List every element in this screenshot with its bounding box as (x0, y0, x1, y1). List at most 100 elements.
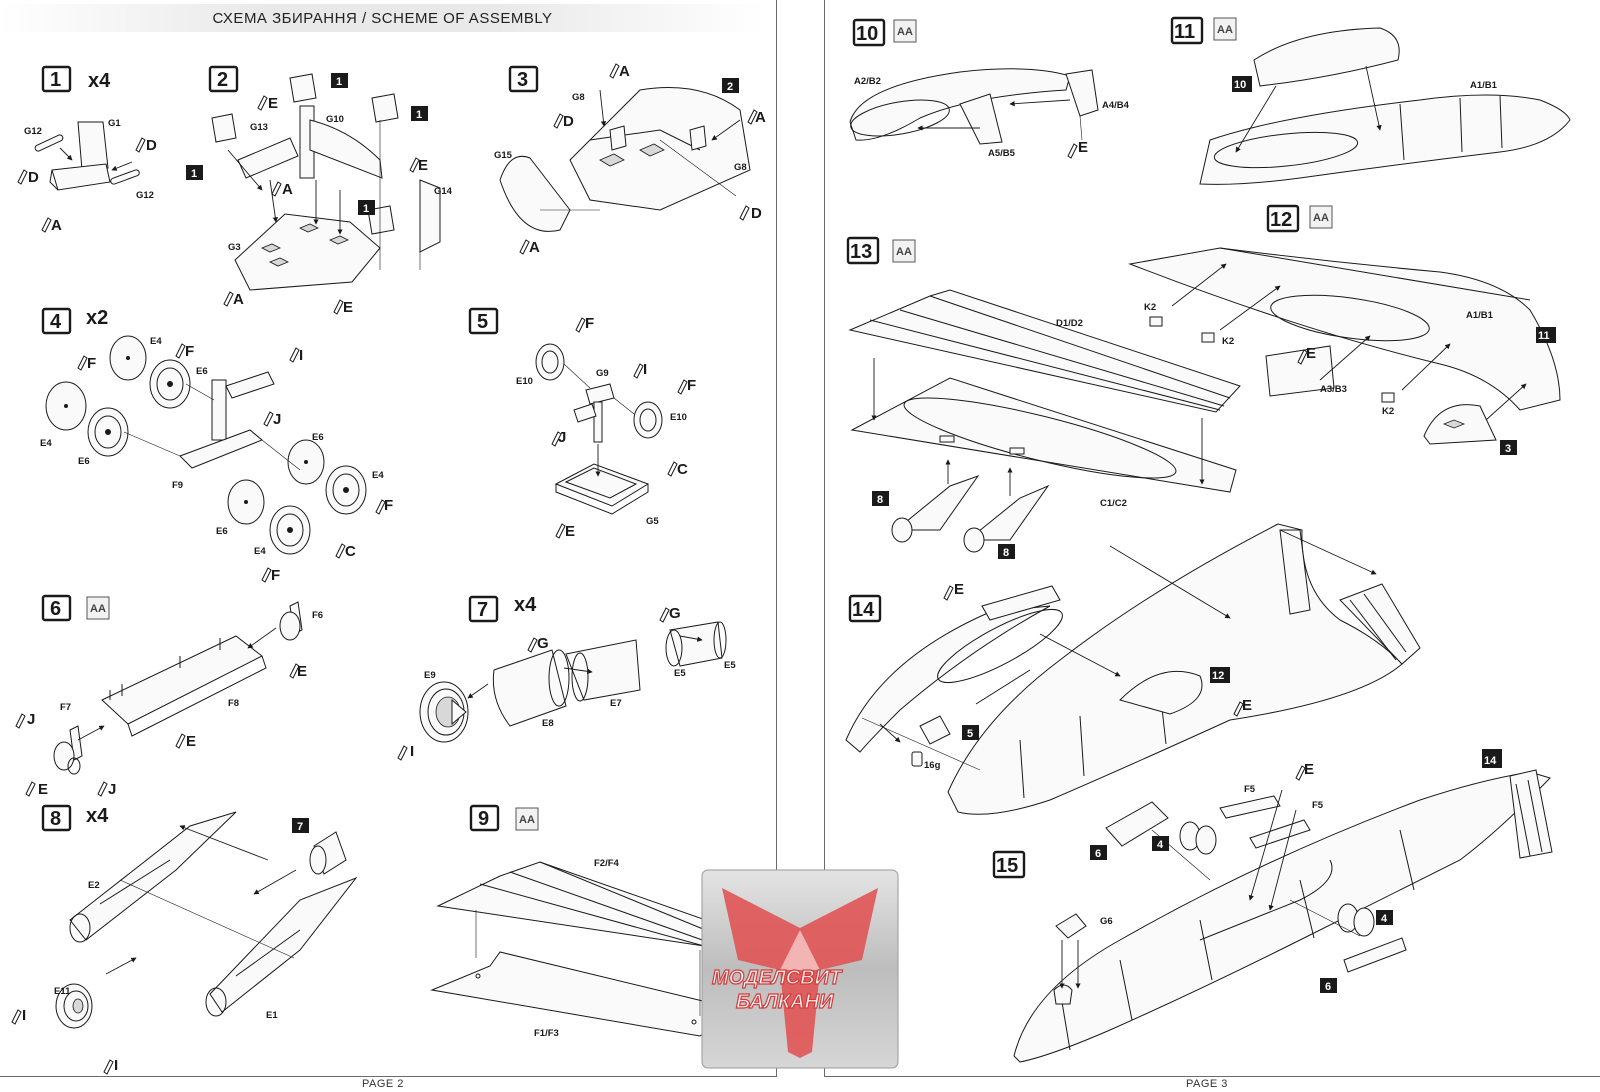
part-label: K2 (1382, 406, 1394, 417)
part-label: C1/C2 (1100, 498, 1127, 509)
nose-gear (573, 383, 615, 443)
glue-mark: I (643, 361, 647, 378)
glue-mark: A (619, 63, 630, 80)
step-number: 6 (50, 598, 61, 620)
seat-part (34, 121, 140, 191)
step-number: 9 (478, 808, 489, 830)
wheel (269, 505, 311, 555)
ref-step: 1 (416, 109, 422, 121)
glue-mark: A (755, 109, 766, 126)
cockpit-tub (499, 87, 751, 232)
part-label: E2 (88, 880, 100, 891)
fuselage-front-half (1199, 94, 1571, 185)
part-label: E6 (78, 456, 90, 467)
glue-mark: E (1078, 139, 1088, 156)
step-3: 3 2 G8 G15 G8 A D A D A (494, 63, 766, 256)
step-8: 8 x4 7 E2 E1 E11 I I (11, 804, 358, 1075)
part-label: E6 (216, 526, 228, 537)
ref-step: 11 (1538, 330, 1550, 342)
step-number: 15 (996, 855, 1018, 877)
part-label: F2/F4 (594, 858, 620, 869)
part-label: G3 (228, 242, 241, 253)
glue-mark: E (297, 663, 307, 680)
step-14: 14 12 12 5 16g E E (845, 523, 1502, 815)
part-label: G12 (24, 126, 42, 137)
exhaust-cylinder (309, 831, 347, 875)
aa-marker: AA (90, 603, 106, 615)
watermark-line-2: БАЛКАНИ (736, 991, 834, 1013)
glue-mark: A (51, 217, 62, 234)
part-label: E10 (670, 412, 687, 423)
wheel (45, 381, 87, 431)
part-label: D1/D2 (1056, 318, 1083, 329)
step-number: 4 (50, 311, 62, 333)
ref-step: 1 (191, 168, 197, 180)
step-number: 14 (852, 599, 875, 621)
glue-mark: I (22, 1007, 26, 1024)
intake-panel (1265, 345, 1335, 397)
glue-mark: A (282, 181, 293, 198)
glue-mark: F (687, 377, 696, 394)
step-number: 7 (477, 599, 488, 621)
glue-mark: G (669, 605, 681, 622)
glue-mark: A (233, 291, 244, 308)
part-label: G1 (108, 118, 121, 129)
step-number: 8 (50, 808, 61, 830)
watermark-logo: МОДЕЛСВИТ БАЛКАНИ (701, 869, 899, 1069)
ref-step: 5 (967, 728, 973, 740)
step-number: 1 (50, 69, 61, 91)
part-label: A5/B5 (988, 148, 1016, 159)
glue-mark: I (410, 743, 414, 760)
engine-nacelle-half (69, 811, 237, 943)
glue-mark: E (343, 299, 353, 316)
part-label: F7 (60, 702, 71, 713)
glue-mark: D (28, 169, 39, 186)
part-label: G8 (734, 162, 747, 173)
step-15: 15 (992, 752, 1553, 1063)
part-label: F5 (1312, 800, 1324, 811)
part-label: G8 (572, 92, 585, 103)
cockpit-floor (211, 73, 441, 291)
part-label: G14 (434, 186, 453, 197)
landing-gear-bogie (179, 371, 275, 469)
step-number: 5 (477, 311, 488, 333)
ref-step: 7 (297, 821, 303, 833)
step-2: 2 1 1 1 1 G13 G10 G14 (186, 65, 453, 316)
part-label: E8 (542, 718, 554, 729)
step-5: 5 G9 E10 E10 G5 F I F J C E (468, 307, 696, 540)
ref-step: 4 (1157, 839, 1164, 851)
part-label: E4 (150, 336, 162, 347)
step-multiplier: x4 (514, 594, 537, 616)
part-label: K2 (1222, 336, 1234, 347)
glue-mark: E (268, 95, 278, 112)
part-label: G6 (1100, 916, 1113, 927)
glue-mark: I (114, 1057, 118, 1074)
ref-step: 1 (336, 76, 342, 88)
glue-mark: E (1304, 761, 1314, 778)
part-label: F6 (312, 610, 323, 621)
glue-mark: E (1242, 697, 1252, 714)
glue-mark: J (558, 429, 566, 446)
engine-fan-face (419, 681, 469, 743)
part-label: E7 (610, 698, 622, 709)
header-band (0, 4, 765, 32)
part-label: E5 (674, 668, 686, 679)
page-number-left: PAGE 2 (362, 1078, 404, 1090)
intake-duct (492, 649, 570, 727)
fuselage-bottom (1013, 769, 1553, 1063)
glue-mark: E (1306, 345, 1316, 362)
aa-marker: AA (896, 246, 912, 258)
step-multiplier: x4 (88, 70, 111, 92)
glue-mark: F (384, 497, 393, 514)
canopy-upper (1253, 27, 1400, 87)
step-number: 10 (856, 23, 878, 45)
ref-step: 6 (1325, 981, 1331, 993)
part-label: G10 (326, 114, 344, 125)
wheel (633, 401, 663, 439)
part-label: 16g (924, 760, 941, 771)
part-label: E6 (312, 432, 324, 443)
step-number: 3 (517, 69, 528, 91)
ref-step: 1 (363, 203, 369, 215)
glue-mark: J (273, 411, 281, 428)
